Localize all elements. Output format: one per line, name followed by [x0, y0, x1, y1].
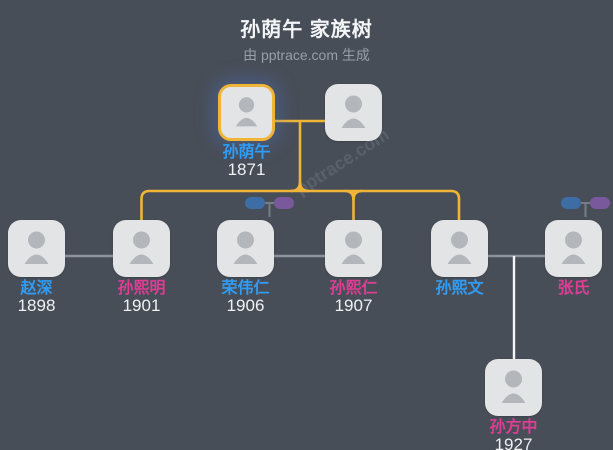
person-name: 孙熙文	[435, 280, 484, 297]
person-avatar-icon	[561, 231, 586, 264]
person-card[interactable]	[8, 220, 65, 277]
person-name: 赵深	[20, 280, 53, 297]
person-name: 张氏	[557, 280, 590, 297]
person-node-sun-fangzhong[interactable]: 孙方中 1927	[485, 359, 542, 450]
person-year: 1927	[494, 435, 533, 450]
collapsed-female-chip-rongweiren[interactable]	[274, 197, 294, 209]
root-fork-left-curve	[290, 181, 302, 193]
collapsed-female-chip-zhangshi[interactable]	[590, 197, 610, 209]
person-card[interactable]	[485, 359, 542, 416]
person-card[interactable]	[113, 220, 170, 277]
person-year: 1871	[227, 160, 266, 179]
page-subtitle: 由 pptrace.com 生成	[243, 47, 370, 63]
person-year: 1907	[334, 296, 373, 315]
person-node-rong-weiren[interactable]: 荣伟仁 1906	[217, 220, 274, 314]
person-name: 孙荫午	[222, 144, 271, 161]
person-avatar-icon	[447, 231, 472, 264]
children-bus-line	[140, 189, 461, 221]
person-avatar-icon	[501, 370, 526, 403]
person-node-sun-ximing[interactable]: 孙熙明 1901	[113, 220, 170, 314]
person-avatar-icon	[233, 231, 258, 264]
person-avatar-icon	[24, 231, 49, 264]
child-drop-left-curve	[344, 189, 355, 201]
person-year: 1901	[122, 296, 161, 315]
person-node-sun-yinwu[interactable]: 孙荫午 1871	[218, 84, 275, 178]
person-card-selected[interactable]	[218, 84, 275, 141]
person-avatar-icon	[129, 231, 154, 264]
person-name: 孙熙仁	[329, 280, 378, 297]
person-node-zhao-shen[interactable]: 赵深 1898	[8, 220, 65, 314]
child-drop-right-curve	[352, 189, 363, 201]
person-name: 荣伟仁	[221, 280, 270, 297]
person-year: 1898	[17, 296, 56, 315]
person-node-zhang-shi[interactable]: 张氏	[545, 220, 602, 297]
person-avatar-icon	[235, 97, 258, 127]
person-avatar-icon	[341, 95, 366, 128]
collapsed-male-chip-rongweiren[interactable]	[245, 197, 265, 209]
person-card[interactable]	[545, 220, 602, 277]
root-fork-right-curve	[298, 181, 310, 193]
person-name: 孙熙明	[117, 280, 166, 297]
person-year: 1906	[226, 296, 265, 315]
person-node-sun-xiwen[interactable]: 孙熙文	[431, 220, 488, 297]
person-node-sun-xiren[interactable]: 孙熙仁 1907	[325, 220, 382, 314]
person-avatar-icon	[341, 231, 366, 264]
person-card[interactable]	[217, 220, 274, 277]
person-node-spouse[interactable]	[325, 84, 382, 141]
person-card[interactable]	[325, 84, 382, 141]
collapsed-male-chip-zhangshi[interactable]	[561, 197, 581, 209]
person-card[interactable]	[325, 220, 382, 277]
person-name: 孙方中	[489, 419, 538, 436]
page-title: 孙荫午 家族树	[240, 19, 373, 41]
person-card[interactable]	[431, 220, 488, 277]
